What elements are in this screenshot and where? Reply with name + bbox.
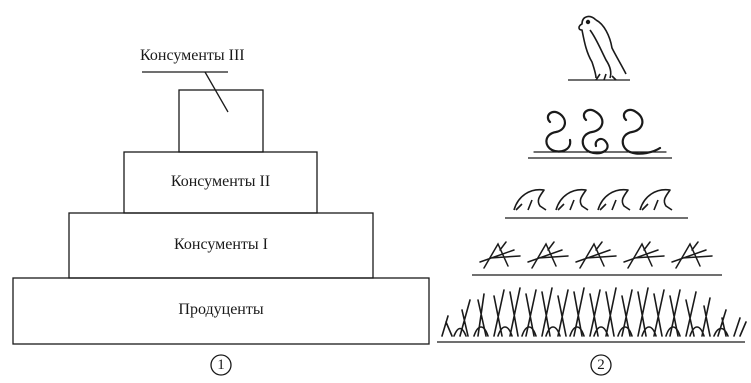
snake-icon bbox=[550, 138, 572, 153]
number-circle-2 bbox=[590, 354, 612, 376]
frog-icon bbox=[513, 188, 547, 211]
grasshopper-icon bbox=[479, 241, 521, 269]
level-box-producers bbox=[12, 277, 430, 345]
snakes-group bbox=[533, 108, 667, 155]
label-leader-pointer bbox=[204, 71, 229, 113]
grasshopper-icon bbox=[671, 241, 713, 269]
snake-icon bbox=[581, 108, 604, 154]
snake-icon bbox=[628, 146, 662, 155]
grasshopper-icon bbox=[527, 241, 569, 269]
level-label-consumers-3: Консументы III bbox=[140, 47, 245, 64]
level-label-consumers-1: Консументы I bbox=[174, 236, 268, 253]
grasshopper-icon bbox=[575, 241, 617, 269]
snake-icon bbox=[545, 110, 566, 152]
pyramid-number-1: 1 bbox=[217, 357, 225, 373]
pyramid-number-2: 2 bbox=[597, 357, 605, 373]
grasshoppers-group bbox=[479, 241, 713, 269]
level-label-consumers-2: Консументы II bbox=[170, 173, 271, 190]
snake-icon bbox=[588, 137, 609, 155]
grasshopper-icon bbox=[623, 241, 665, 269]
frog-icon bbox=[555, 188, 589, 211]
bird-of-prey-icon bbox=[578, 15, 627, 81]
grass-icon bbox=[441, 287, 747, 337]
number-circle-1 bbox=[210, 354, 232, 376]
level-label-producers: Продуценты bbox=[178, 301, 264, 318]
frog-icon bbox=[639, 188, 673, 211]
snake-icon bbox=[621, 108, 644, 154]
frogs-group bbox=[513, 188, 673, 211]
frog-icon bbox=[597, 188, 631, 211]
